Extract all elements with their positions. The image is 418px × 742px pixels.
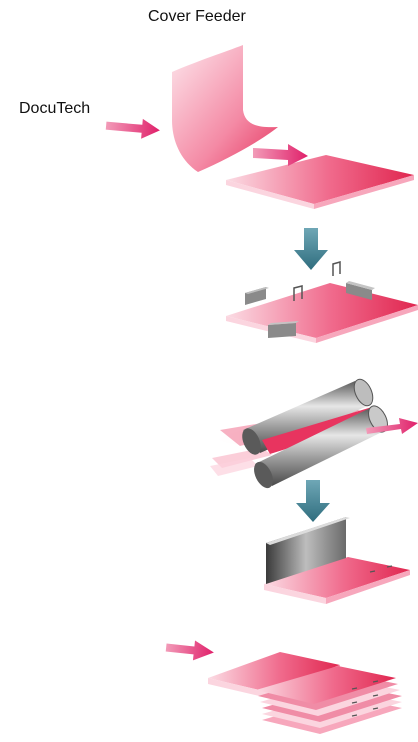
- down-arrow-icon: [294, 228, 328, 270]
- paper-stack-1: [226, 155, 414, 209]
- cover-sheet: [172, 45, 278, 172]
- roller-icon-top: [242, 378, 374, 455]
- booklet-stack: [256, 666, 402, 734]
- docutech-feed-arrow-icon: [105, 118, 160, 139]
- staple-clamp-right: [346, 281, 375, 300]
- docutech-label: DocuTech: [19, 100, 91, 117]
- trim-blade-icon: [266, 517, 350, 584]
- output-arrow-icon: [165, 640, 214, 661]
- trim-booklet: [264, 557, 410, 604]
- exit-arrow-icon: [366, 418, 418, 434]
- staple-icon: [293, 261, 341, 301]
- staple-clamp-bottom: [268, 321, 299, 338]
- cover-feed-arrow-icon: [253, 144, 308, 166]
- down-arrow-icon: [296, 480, 330, 522]
- roller-icon-bottom: [254, 405, 388, 489]
- staple-clamp-left: [245, 287, 269, 305]
- cover-feeder-label: Cover Feeder: [148, 8, 246, 25]
